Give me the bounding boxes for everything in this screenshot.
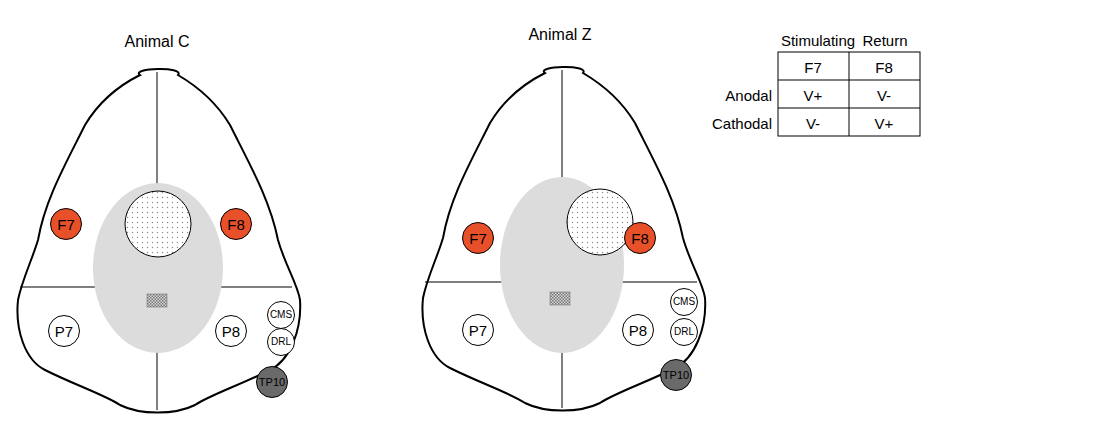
electrode-label: F8: [631, 231, 649, 246]
reference-electrode: CMS: [267, 301, 295, 329]
table-header: Stimulating: [781, 33, 855, 48]
electrode-label: CMS: [270, 310, 292, 320]
electrode-label: TP10: [259, 377, 285, 388]
row-header: Cathodal: [712, 116, 772, 131]
electrode-label: F7: [469, 231, 487, 246]
skull-outline: [422, 67, 705, 411]
hatched-marker: [550, 292, 570, 305]
stimulating-electrode: F7: [50, 208, 82, 240]
eeg-electrode: P7: [462, 314, 494, 346]
table-grid: [778, 80, 920, 81]
table-header: Return: [862, 33, 907, 48]
electrode-label: P8: [629, 323, 647, 338]
row-header: Anodal: [725, 88, 772, 103]
table-cell: V+: [875, 116, 894, 131]
electrode-label: F7: [57, 217, 75, 232]
electrode-label: P7: [55, 324, 73, 339]
figure-title: Animal C: [125, 34, 190, 50]
reference-electrode: CMS: [670, 288, 698, 316]
electrode-label: P7: [469, 323, 487, 338]
ground-electrode: DRL: [267, 328, 295, 356]
eeg-electrode: P7: [48, 315, 80, 347]
stimulating-electrode: F7: [462, 222, 494, 254]
table-cell: V-: [877, 88, 891, 103]
dotted-site: [567, 189, 633, 255]
table-grid: [778, 52, 920, 136]
ground-electrode: DRL: [670, 318, 698, 346]
electrode-label: F8: [227, 217, 245, 232]
skull-outline: [17, 69, 300, 413]
electrode-label: P8: [222, 324, 240, 339]
eeg-electrode: TP10: [256, 366, 288, 398]
table-cell: F7: [804, 60, 822, 75]
table-cell: V-: [806, 116, 820, 131]
electrode-label: DRL: [674, 327, 694, 337]
eeg-electrode: P8: [215, 315, 247, 347]
table-grid: [849, 52, 850, 136]
hatched-marker: [147, 294, 167, 307]
table-cell: V+: [804, 88, 823, 103]
table-cell: F8: [875, 60, 893, 75]
electrode-label: DRL: [271, 337, 291, 347]
electrode-label: TP10: [663, 370, 689, 381]
figure-title: Animal Z: [528, 27, 591, 43]
target-region: [93, 183, 223, 353]
return-electrode: F8: [220, 208, 252, 240]
electrode-label: CMS: [673, 297, 695, 307]
table-grid: [778, 108, 920, 109]
eeg-electrode: P8: [622, 314, 654, 346]
eeg-electrode: TP10: [660, 359, 692, 391]
dotted-site: [125, 191, 191, 257]
return-electrode: F8: [624, 222, 656, 254]
